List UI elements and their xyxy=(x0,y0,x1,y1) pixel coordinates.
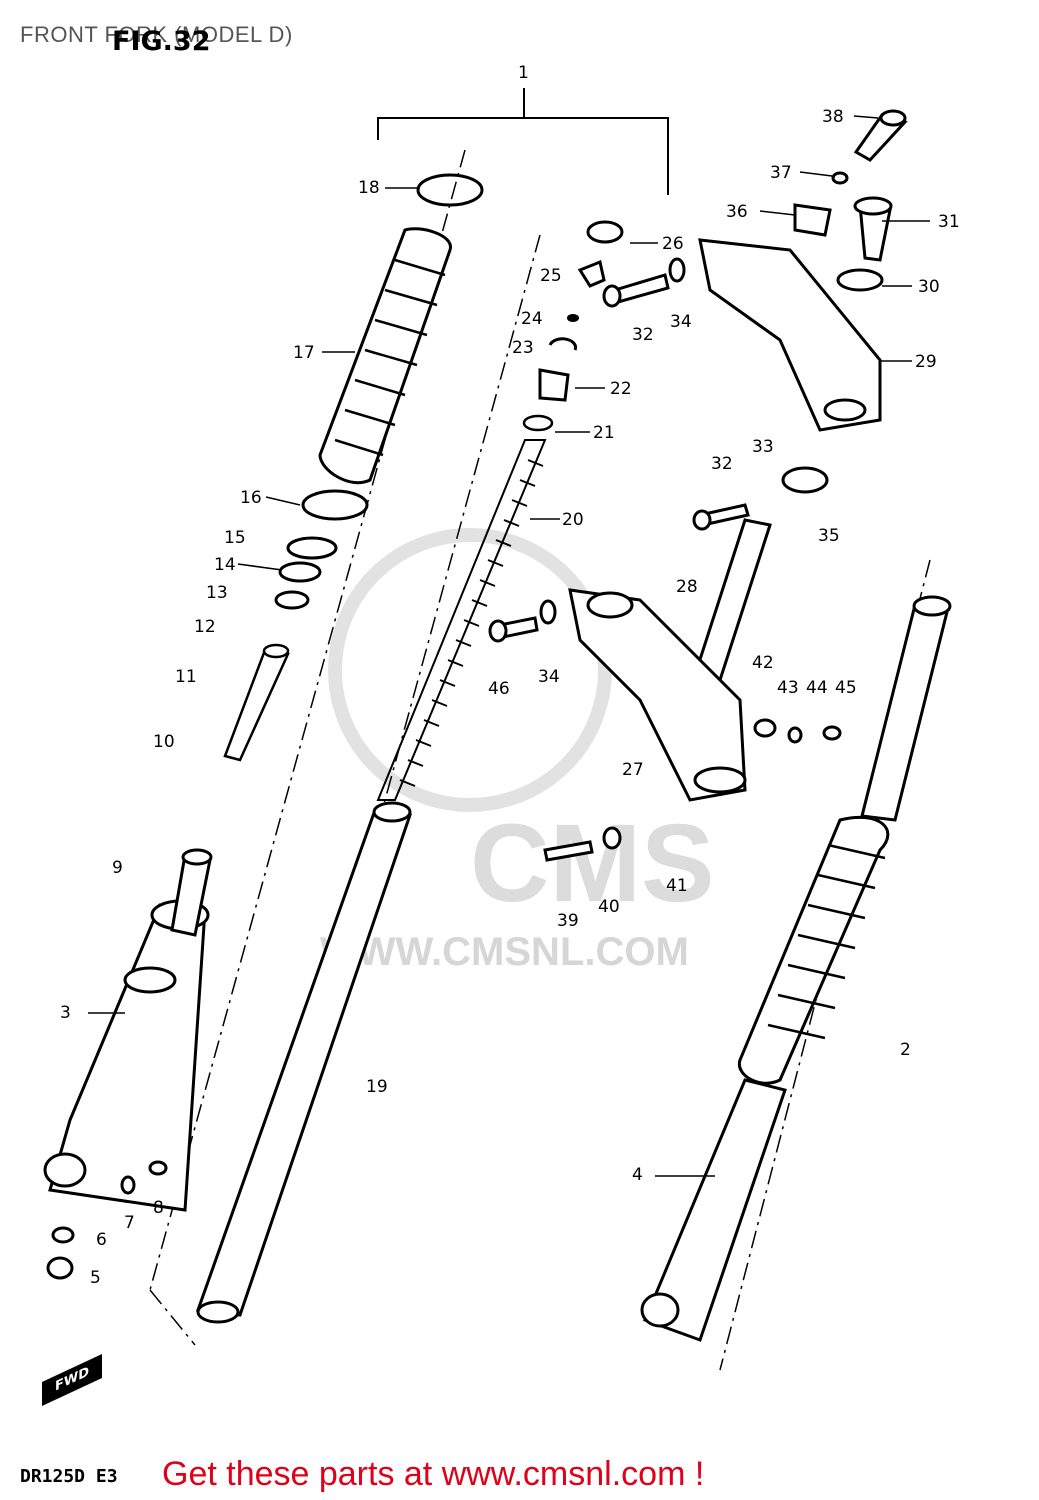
callout-11: 11 xyxy=(175,667,197,687)
left-outer-tube xyxy=(43,899,210,1212)
callout-36: 36 xyxy=(726,202,748,222)
callout-38: 38 xyxy=(822,107,844,127)
callout-35: 35 xyxy=(818,526,840,546)
callout-13: 13 xyxy=(206,583,228,603)
callout-43: 43 xyxy=(777,678,799,698)
callout-16: 16 xyxy=(240,488,262,508)
shop-link-banner[interactable]: Get these parts at www.cmsnl.com ! xyxy=(162,1455,705,1493)
cap-26 xyxy=(586,220,624,244)
figure-label: FIG.32 xyxy=(112,26,211,57)
callout-42: 42 xyxy=(752,653,774,673)
spacer-22 xyxy=(538,368,570,402)
callout-23: 23 xyxy=(512,338,534,358)
callout-44: 44 xyxy=(806,678,828,698)
callout-27: 27 xyxy=(622,760,644,780)
callout-39: 39 xyxy=(557,911,579,931)
callout-20: 20 xyxy=(562,510,584,530)
callout-22: 22 xyxy=(610,379,632,399)
callout-4: 4 xyxy=(632,1165,643,1185)
callout-6: 6 xyxy=(96,1230,107,1250)
callout-18: 18 xyxy=(358,178,380,198)
callout-31: 31 xyxy=(938,212,960,232)
callout-26: 26 xyxy=(662,234,684,254)
watermark-circle xyxy=(328,528,612,812)
damper-rod xyxy=(223,643,290,762)
clamp-18 xyxy=(416,173,484,207)
callout-21: 21 xyxy=(593,423,615,443)
leader-lines xyxy=(88,115,930,1177)
callout-14: 14 xyxy=(214,555,236,575)
callout-32b: 32 xyxy=(711,454,733,474)
callout-45: 45 xyxy=(835,678,857,698)
callout-30: 30 xyxy=(918,277,940,297)
right-fork-assembly xyxy=(640,595,952,1342)
callout-25: 25 xyxy=(540,266,562,286)
callout-24: 24 xyxy=(521,309,543,329)
callout-10: 10 xyxy=(153,732,175,752)
lower-bracket xyxy=(568,588,747,802)
callout-28: 28 xyxy=(676,577,698,597)
callout-12: 12 xyxy=(194,617,216,637)
callout-40: 40 xyxy=(598,897,620,917)
callout-8: 8 xyxy=(153,1198,164,1218)
upper-bracket xyxy=(698,238,882,432)
callout-15: 15 xyxy=(224,528,246,548)
fork-boot xyxy=(318,227,452,485)
callout-33: 33 xyxy=(752,437,774,457)
bolts xyxy=(46,109,908,1280)
callout-17: 17 xyxy=(293,343,315,363)
callout-19: 19 xyxy=(366,1077,388,1097)
page-caption: FRONT FORK (MODEL D) xyxy=(20,22,293,47)
watermark-logo: CMS xyxy=(470,802,715,925)
clamp-16 xyxy=(301,489,369,521)
callout-46: 46 xyxy=(488,679,510,699)
callout-37: 37 xyxy=(770,163,792,183)
callout-29: 29 xyxy=(915,352,937,372)
watermark-url: WWW.CMSNL.COM xyxy=(320,930,689,974)
callout-3: 3 xyxy=(60,1003,71,1023)
callout-7: 7 xyxy=(124,1213,135,1233)
model-code: DR125D E3 xyxy=(20,1466,118,1487)
fork-spring xyxy=(376,439,547,801)
fork-tube-19 xyxy=(195,801,413,1324)
callout-34b: 34 xyxy=(538,667,560,687)
callout-34: 34 xyxy=(670,312,692,332)
callout-2: 2 xyxy=(900,1040,911,1060)
callout-5: 5 xyxy=(90,1268,101,1288)
callout-41: 41 xyxy=(666,876,688,896)
callout-32: 32 xyxy=(632,325,654,345)
left-inner-tube xyxy=(170,848,213,937)
callout-1: 1 xyxy=(518,63,529,83)
callout-9: 9 xyxy=(112,858,123,878)
